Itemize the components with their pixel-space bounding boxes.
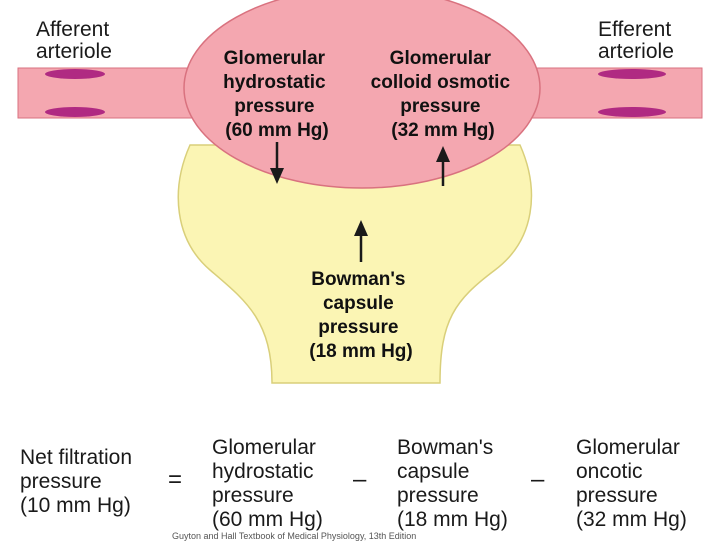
minus-sign-2: – <box>531 466 545 493</box>
term2-line-1: Bowman's <box>397 436 494 459</box>
glomerulus <box>183 0 541 189</box>
net-line-3: (10 mm Hg) <box>20 494 131 517</box>
term1-line-4: (60 mm Hg) <box>212 508 323 531</box>
net-line-2: pressure <box>20 470 102 493</box>
hydrostatic-term: Glomerular hydrostatic pressure (60 mm H… <box>212 436 323 532</box>
source-caption: Guyton and Hall Textbook of Medical Phys… <box>172 531 417 541</box>
term3-line-4: (32 mm Hg) <box>576 508 687 531</box>
bowmans-capsule-label: Bowman's capsule pressure (18 mm Hg) <box>309 269 412 362</box>
term1-line-1: Glomerular <box>212 436 316 459</box>
term2-line-4: (18 mm Hg) <box>397 508 508 531</box>
equals-sign: = <box>168 466 183 493</box>
term3-line-2: oncotic <box>576 460 643 483</box>
glomerular-hydrostatic-label: Glomerular hydrostatic pressure (60 mm H… <box>223 48 331 141</box>
net-filtration-term: Net filtration pressure (10 mm Hg) <box>20 446 132 518</box>
term1-line-3: pressure <box>212 484 294 507</box>
arrow-up-colloid <box>436 146 450 186</box>
bowmans-capsule <box>177 144 533 384</box>
term3-line-3: pressure <box>576 484 658 507</box>
bowmans-term: Bowman's capsule pressure (18 mm Hg) <box>397 436 508 532</box>
afferent-label: Afferent arteriole <box>36 18 115 63</box>
efferent-wall-top <box>598 69 666 79</box>
glomerular-colloid-label: Glomerular colloid osmotic pressure (32 … <box>371 48 516 141</box>
term2-line-3: pressure <box>397 484 479 507</box>
efferent-label: Efferent arteriole <box>598 18 677 63</box>
afferent-wall-bottom <box>45 107 105 117</box>
net-line-1: Net filtration <box>20 446 133 469</box>
efferent-wall-bottom <box>598 107 666 117</box>
arrow-up-bowmans <box>354 220 368 262</box>
oncotic-term: Glomerular oncotic pressure (32 mm Hg) <box>576 436 687 532</box>
term2-line-2: capsule <box>397 460 470 483</box>
term3-line-1: Glomerular <box>576 436 680 459</box>
term1-line-2: hydrostatic <box>212 460 314 483</box>
afferent-wall-top <box>45 69 105 79</box>
glomerulus-diagram: Afferent arteriole Efferent arteriole Gl… <box>17 0 703 384</box>
arrow-down-hydrostatic <box>270 142 284 184</box>
minus-sign-1: – <box>353 466 367 493</box>
